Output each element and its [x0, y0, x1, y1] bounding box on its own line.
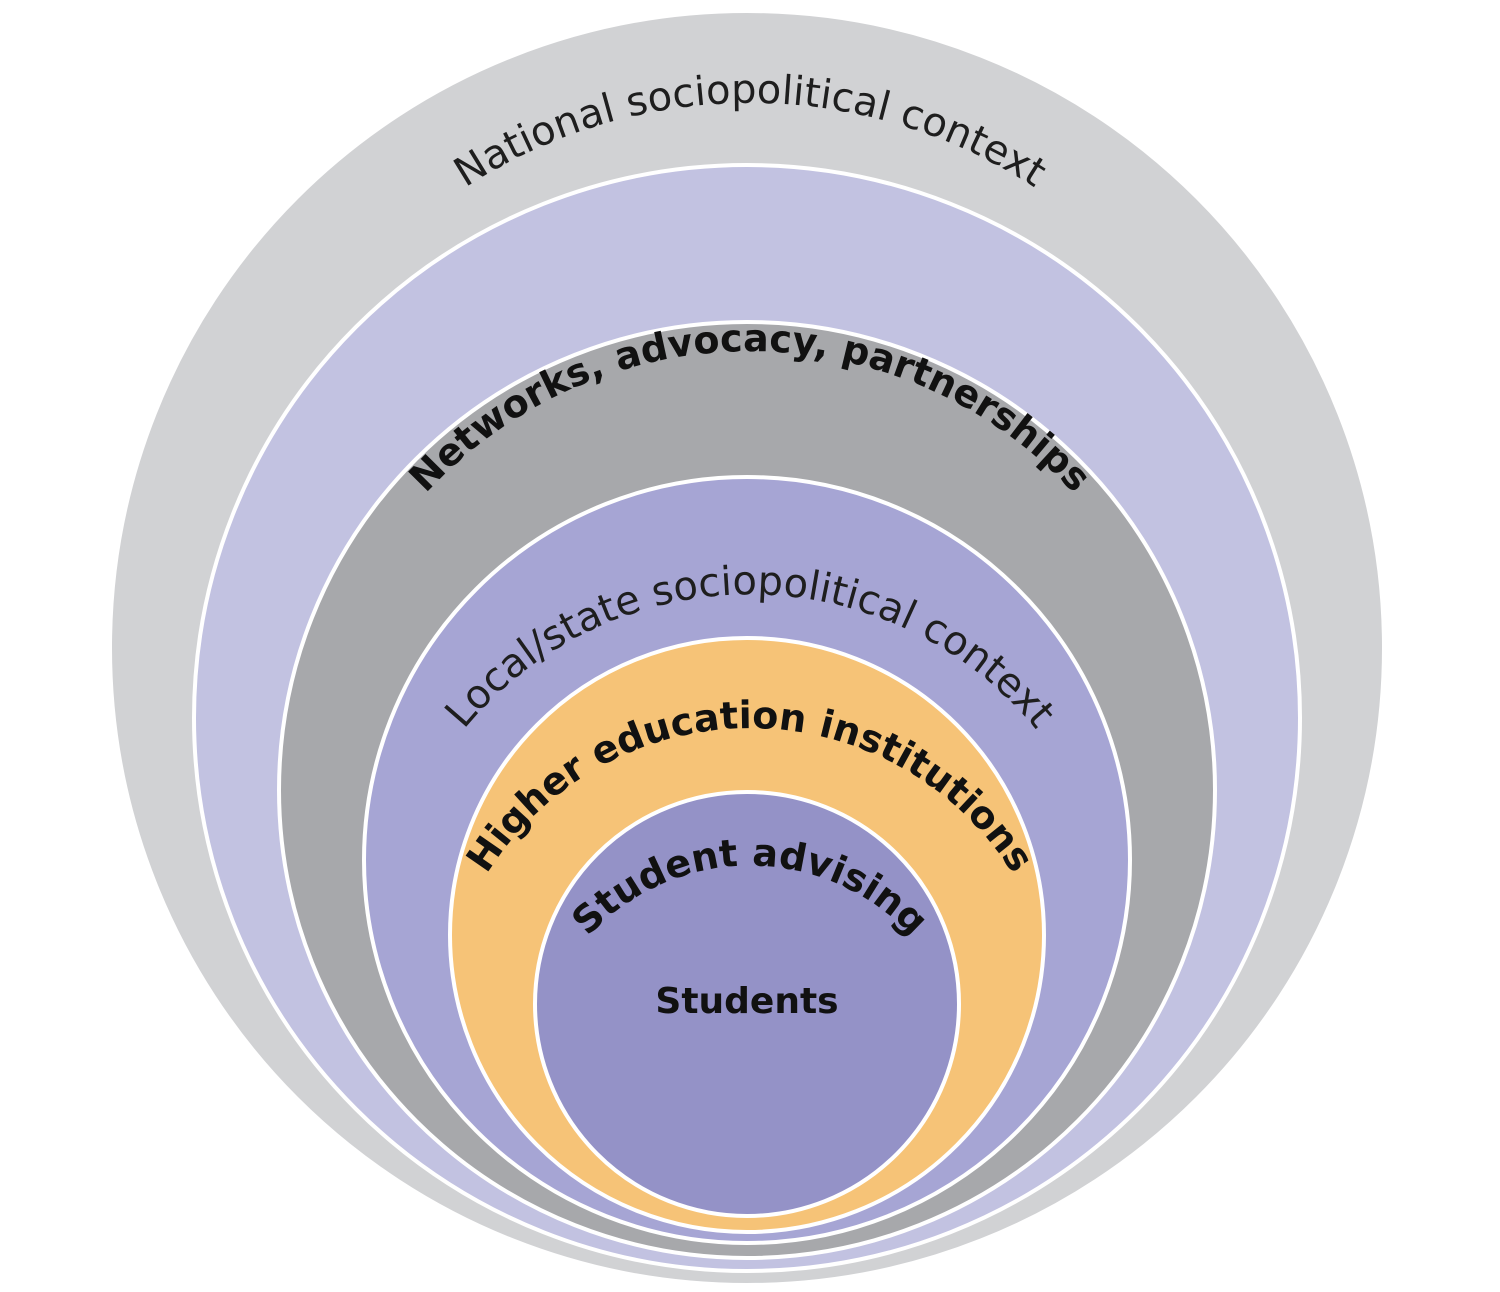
students-core	[533, 790, 961, 1218]
students-label: Students	[655, 981, 838, 1022]
